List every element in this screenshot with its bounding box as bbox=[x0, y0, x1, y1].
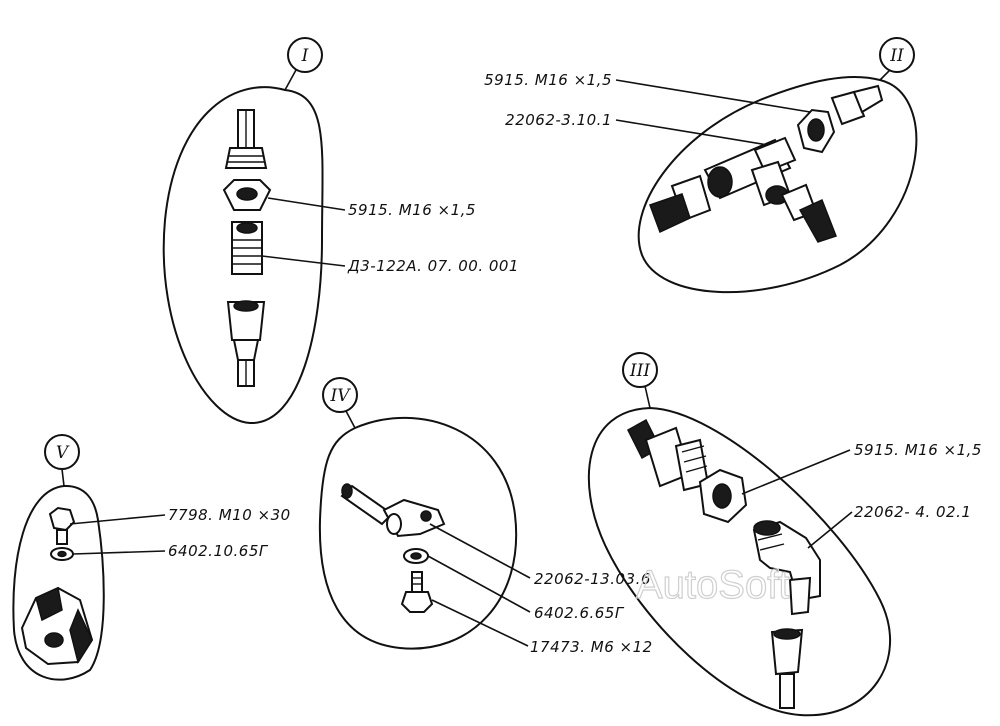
group-I-outline bbox=[162, 86, 324, 425]
group-IV-callout-washer: 6402.6.65Г bbox=[534, 604, 625, 622]
group-III-nut bbox=[698, 468, 748, 524]
group-III-elbow bbox=[752, 520, 821, 616]
group-I-union bbox=[231, 221, 263, 275]
group-III-marker bbox=[622, 352, 658, 388]
group-IV-screw bbox=[400, 571, 434, 613]
group-V-bolt bbox=[48, 506, 76, 545]
group-I-roman: I bbox=[301, 46, 309, 66]
group-I-marker bbox=[287, 37, 323, 73]
group-II-right-hose bbox=[780, 183, 837, 243]
group-III-lower-tube bbox=[770, 628, 804, 709]
group-I-upper-tube bbox=[224, 109, 268, 169]
group-V-callout-bolt: 7798. M10 ×30 bbox=[168, 506, 291, 524]
group-II-left-hose bbox=[649, 174, 712, 234]
group-II-nut bbox=[796, 108, 836, 154]
group-IV-washer bbox=[403, 548, 429, 564]
group-V-washer bbox=[50, 547, 74, 561]
group-II-tee bbox=[703, 136, 797, 207]
group-V-roman: V bbox=[56, 443, 70, 463]
group-II-outline bbox=[637, 75, 918, 294]
group-V-bracket bbox=[20, 586, 94, 666]
group-II: II 5915. M bbox=[484, 37, 918, 294]
group-III-roman: III bbox=[629, 361, 650, 381]
group-V: V 7798. M10 ×30 6402.10.65Г bbox=[12, 434, 291, 681]
group-III-callout-nut: 5915. M16 ×1,5 bbox=[854, 441, 982, 459]
group-V-outline bbox=[12, 484, 105, 681]
group-IV-rod bbox=[340, 483, 394, 526]
group-III: III bbox=[587, 352, 982, 717]
group-III-callout-elbow: 22062- 4. 02.1 bbox=[854, 503, 971, 521]
group-III-outline bbox=[587, 406, 891, 717]
group-II-callout-tee: 22062-3.10.1 bbox=[505, 111, 612, 129]
group-IV-callout-clip: 22062-13.03.6 bbox=[534, 570, 651, 588]
group-IV-marker bbox=[322, 377, 358, 413]
watermark: AutoSoft bbox=[636, 563, 789, 607]
group-II-upper-fitting bbox=[830, 84, 884, 126]
group-II-marker bbox=[879, 37, 915, 73]
group-IV-roman: IV bbox=[330, 386, 352, 406]
group-IV-callout-screw: 17473. M6 ×12 bbox=[530, 638, 653, 656]
group-I-callout-nut: 5915. M16 ×1,5 bbox=[348, 201, 476, 219]
group-I: I bbox=[162, 37, 519, 425]
group-IV-clip bbox=[382, 498, 446, 538]
group-I-lower-tube bbox=[226, 300, 266, 387]
group-I-callout-union: Д3-122А. 07. 00. 001 bbox=[347, 257, 519, 275]
group-I-nut bbox=[222, 179, 272, 211]
group-IV: IV 22062-13.03.6 6402.6.65Г bbox=[318, 377, 653, 656]
group-III-upper-fitting bbox=[627, 418, 710, 492]
group-IV-outline bbox=[318, 416, 518, 650]
group-II-callout-nut: 5915. M16 ×1,5 bbox=[484, 71, 612, 89]
group-II-roman: II bbox=[889, 46, 904, 66]
group-V-callout-washer: 6402.10.65Г bbox=[168, 542, 269, 560]
